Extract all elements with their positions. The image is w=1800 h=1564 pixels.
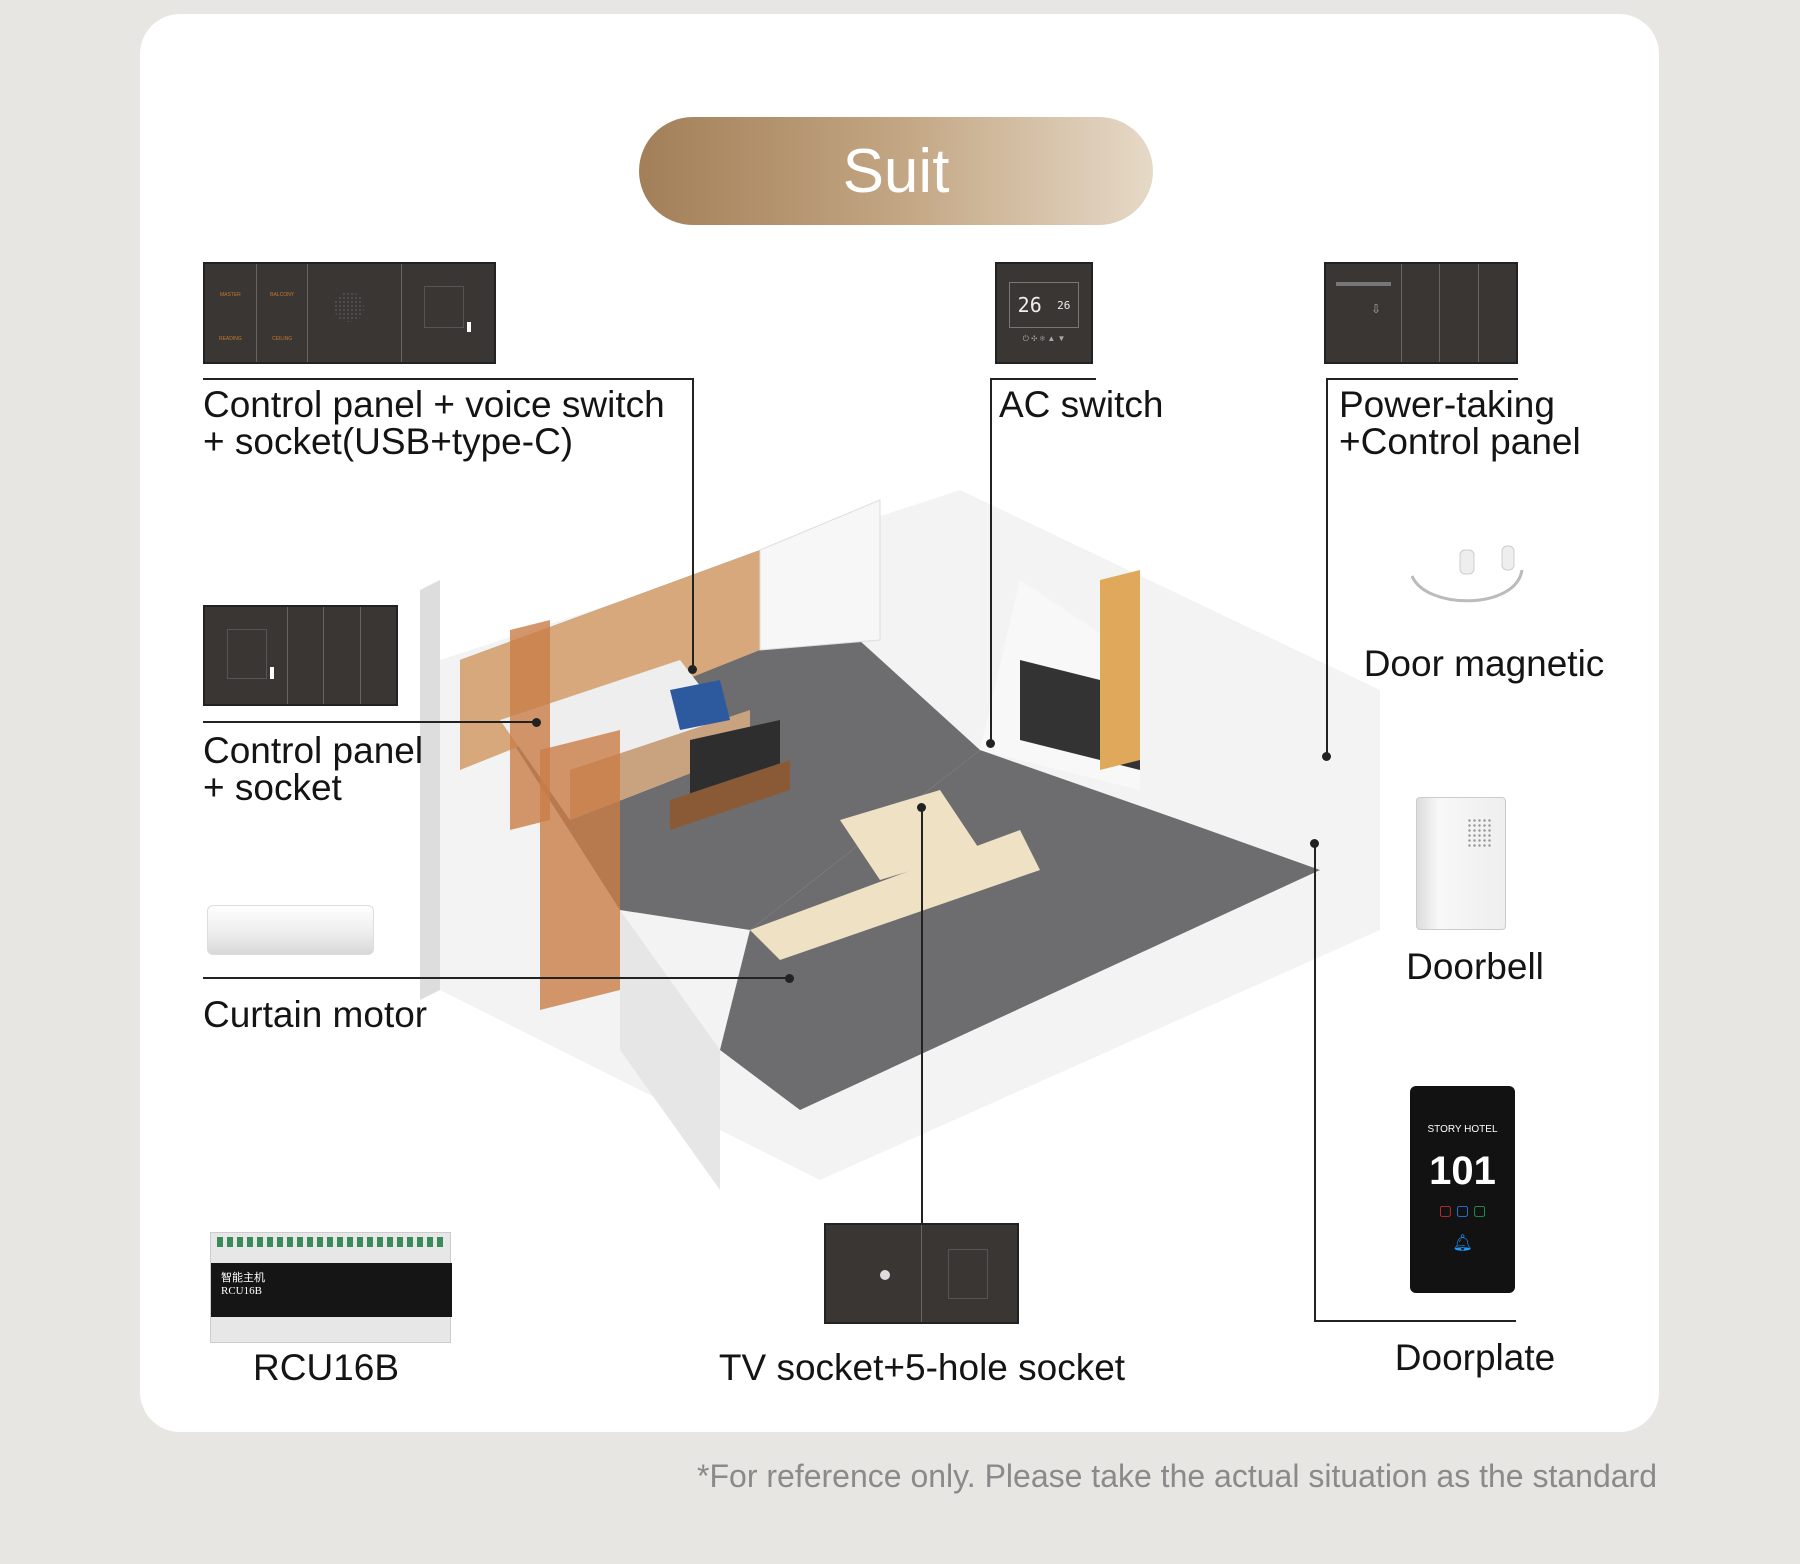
hotel-room-illustration [420,490,1380,1190]
label-control-panel-socket: Control panel+ socket [203,730,424,808]
door-magnetic-image [1410,545,1524,603]
label-power-taking: Power-taking+Control panel [1339,384,1581,462]
footnote: *For reference only. Please take the act… [697,1458,1657,1494]
tv-socket-panel-image [824,1223,1019,1324]
label-ac-switch: AC switch [999,384,1164,425]
label-doorplate: Doorplate [1394,1337,1556,1378]
doorplate-image: STORY HOTEL 101 ▢ ▢ ▢ 🔔︎ [1410,1086,1515,1293]
label-rcu16b: RCU16B [253,1347,399,1388]
label-door-magnetic: Door magnetic [1363,643,1605,684]
label-doorbell: Doorbell [1406,946,1544,987]
title: Suit [842,136,950,206]
power-taking-panel-image: ⇩ [1324,262,1518,364]
label-curtain-motor: Curtain motor [203,994,428,1035]
curtain-motor-image [207,905,374,955]
doorbell-image [1416,797,1506,930]
label-control-panel-voice: Control panel + voice switch+ socket(USB… [203,384,665,462]
title-pill: Suit [639,117,1153,225]
label-tv-socket: TV socket+5-hole socket [718,1347,1126,1388]
control-panel-socket-image [203,605,398,706]
